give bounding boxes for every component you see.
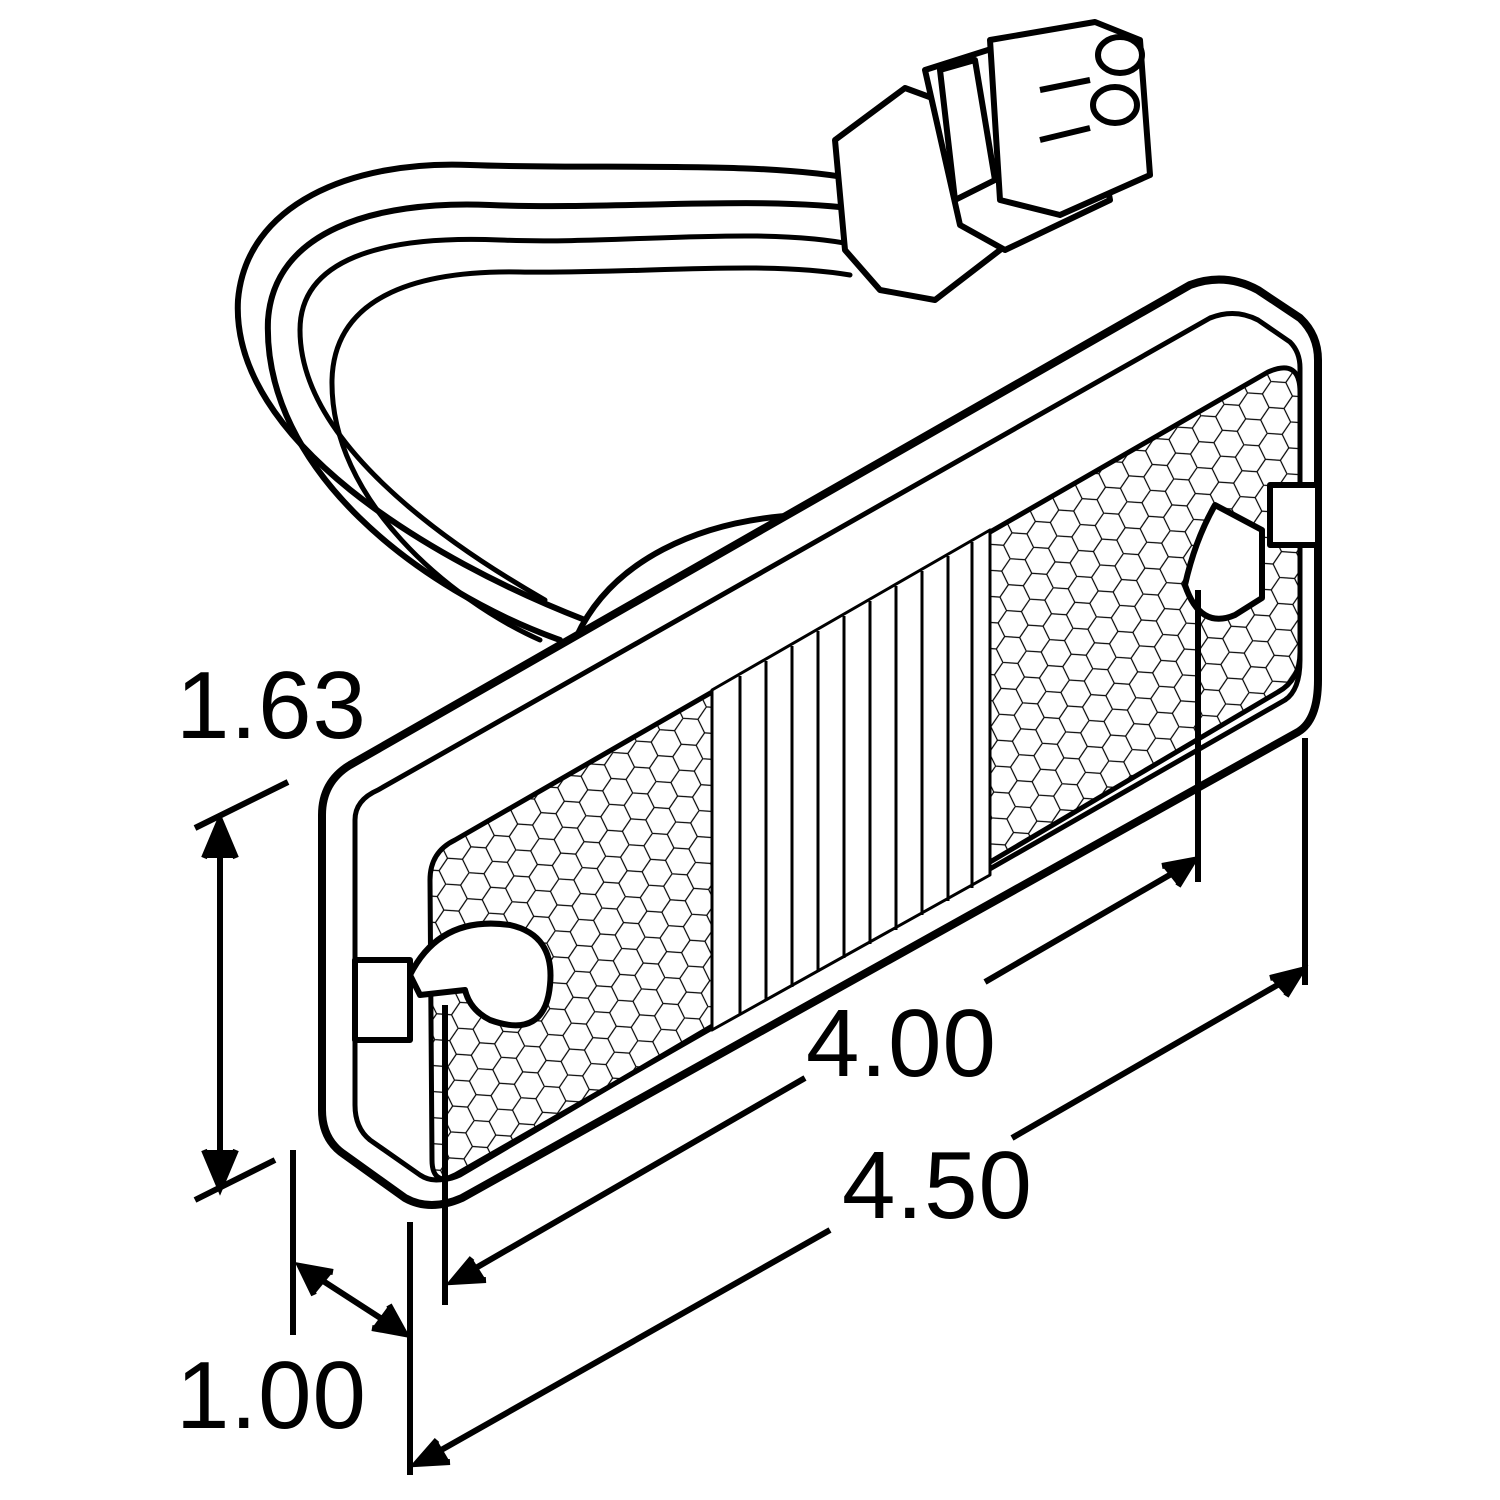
dim-163-arrow-bottom [201,1148,239,1196]
dimension-hole-spacing-label: 4.00 [806,990,997,1097]
dimension-depth-label: 1.00 [176,1342,367,1449]
wire-strand-2 [329,265,853,643]
dimension-height-label: 1.63 [176,652,367,759]
connector [832,19,1153,303]
dim-400-line-b [983,859,1194,985]
dim-450-line-a [418,1227,832,1465]
dim-400-arrow-right [1161,855,1201,888]
dim-163-ext-bottom [193,1157,277,1203]
dim-100-arrow-right [371,1303,411,1339]
wire-harness [234,161,868,643]
lamp-body [318,275,1322,1209]
dimension-length-label: 4.50 [842,1132,1033,1239]
connector-latch [937,57,998,203]
lens-ribs [738,542,974,1015]
dim-163-ext-top [193,779,290,831]
dim-400-line-a [453,1075,807,1283]
mounting-hole-left [407,920,554,1029]
dim-450-arrow-left [409,1438,451,1468]
connector-rib [1039,125,1091,143]
dim-163-arrow-top [201,812,239,860]
connector-pin-upper [1095,34,1145,76]
mounting-slot-right [1267,482,1321,548]
mounting-hole-right [1182,502,1265,622]
lamp-rim [352,311,1303,1183]
dimension-lines [193,590,1309,1475]
wire-strand-1 [297,233,858,603]
connector-pin-lower [1090,84,1140,126]
dim-100-arrow-left [294,1261,334,1297]
wire-outline-inner [264,200,868,643]
dim-450-arrow-right [1269,965,1309,998]
dim-400-arrow-left [445,1256,487,1286]
mounting-slot-left [352,957,413,1043]
connector-rib [1039,77,1091,93]
dim-450-line-b [1010,969,1302,1141]
